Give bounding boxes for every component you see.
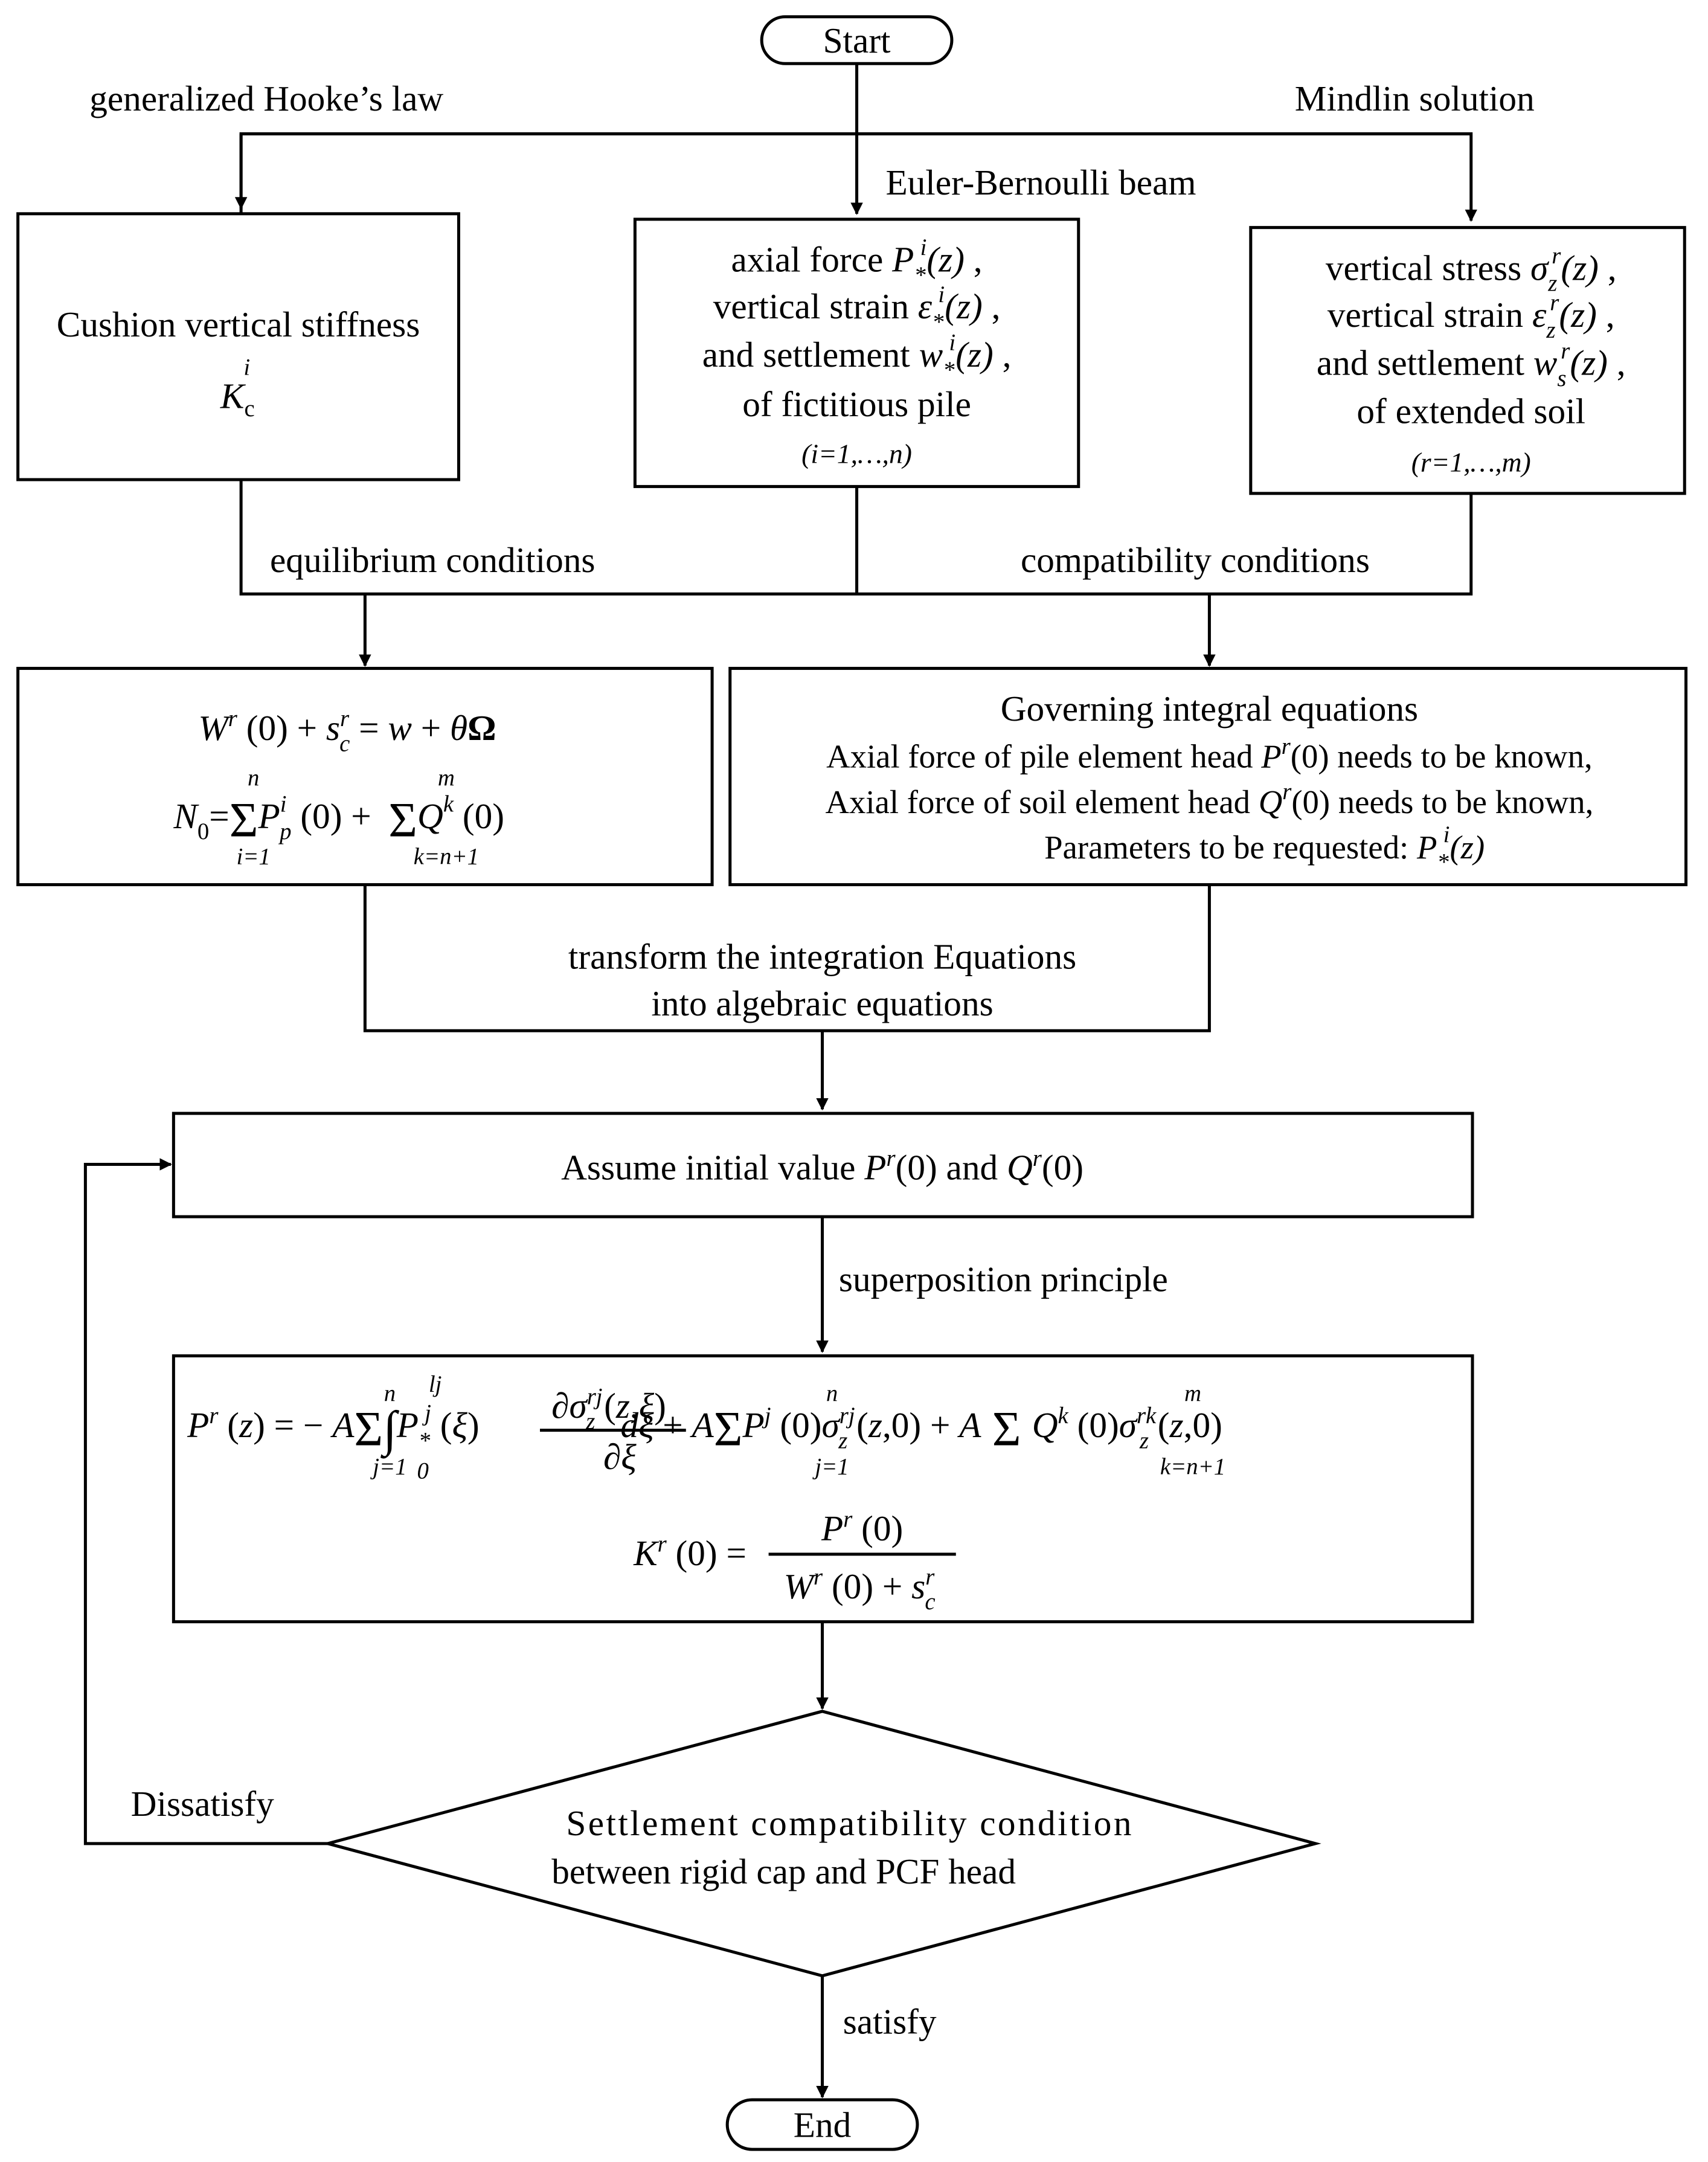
pile-settlement: and settlement w*i(z) , bbox=[702, 330, 1012, 384]
cushion-box bbox=[16, 212, 460, 481]
extended-soil-box bbox=[1249, 226, 1686, 495]
end-terminal bbox=[725, 2098, 919, 2151]
eq2-sum1-lower: i=1 bbox=[236, 843, 270, 869]
soil-range: (r=1,…,m) bbox=[1411, 446, 1531, 477]
eq2-sum2-upper: m bbox=[438, 765, 455, 791]
eq1-sum3-upper: m bbox=[1184, 1381, 1201, 1407]
transform-label-2: into algebraic equations bbox=[651, 983, 993, 1023]
dissatisfy-label: Dissatisfy bbox=[131, 1784, 274, 1824]
eq2-fraction-numerator: Pr (0) bbox=[821, 1506, 903, 1548]
governing-line-1: Axial force of pile element head Pr(0) n… bbox=[826, 733, 1593, 775]
compatibility-label: compatibility conditions bbox=[1021, 540, 1370, 580]
assume-text: Assume initial value Pr(0) and Qr(0) bbox=[561, 1145, 1084, 1188]
eq1-sum2-upper: n bbox=[826, 1381, 838, 1407]
eq2-sum1-upper: n bbox=[248, 765, 259, 791]
equilibrium-label: equilibrium conditions bbox=[270, 540, 595, 580]
eq1-int-upper: lj bbox=[429, 1371, 442, 1397]
eq1-int-lower: 0 bbox=[417, 1458, 428, 1484]
governing-title: Governing integral equations bbox=[1001, 689, 1418, 729]
soil-of-extended: of extended soil bbox=[1356, 391, 1585, 431]
connector-dissatisfy-loop bbox=[83, 1158, 328, 1845]
settlement-compatibility-decision bbox=[322, 1710, 1321, 1978]
eq1-sum2-lower: j=1 bbox=[812, 1454, 849, 1480]
governing-line-2: Axial force of soil element head Qr(0) n… bbox=[826, 779, 1594, 820]
governing-line-3: Parameters to be requested: P*i(z) bbox=[1044, 822, 1485, 875]
transform-label-1: transform the integration Equations bbox=[568, 937, 1076, 977]
cushion-title: Cushion vertical stiffness bbox=[57, 304, 420, 344]
eq1-fraction-denominator: ∂ξ bbox=[603, 1437, 637, 1477]
equilibrium-equations-box bbox=[16, 666, 714, 887]
decision-line-2: between rigid cap and PCF head bbox=[551, 1852, 1016, 1891]
start-label: Start bbox=[823, 21, 891, 60]
hooke-label: generalized Hooke’s law bbox=[89, 79, 443, 118]
mindlin-label: Mindlin solution bbox=[1295, 79, 1535, 118]
soil-settlement: and settlement wsr(z) , bbox=[1317, 338, 1626, 391]
connector-transform bbox=[363, 884, 1211, 1032]
superposition-eq-2: Kr (0) = bbox=[633, 1531, 746, 1573]
eq1-sum3-lower: k=n+1 bbox=[1160, 1454, 1225, 1480]
satisfy-label: satisfy bbox=[843, 2002, 937, 2042]
decision-line-1: Settlement compatibility condition bbox=[566, 1803, 1134, 1843]
pile-of-fictitious: of fictitious pile bbox=[742, 384, 971, 424]
end-label: End bbox=[794, 2105, 851, 2145]
pile-axial-force: axial force P*i(z) , bbox=[731, 234, 983, 288]
pile-range: (i=1,…,n) bbox=[801, 439, 912, 469]
euler-label: Euler-Bernoulli beam bbox=[885, 162, 1196, 202]
soil-vertical-strain: vertical strain εzr(z) , bbox=[1328, 289, 1615, 343]
pile-vertical-strain: vertical strain ε*i(z) , bbox=[713, 282, 1001, 335]
superposition-label: superposition principle bbox=[839, 1259, 1168, 1299]
eq2-sum2-lower: k=n+1 bbox=[414, 843, 479, 869]
cushion-symbol: Kci bbox=[220, 355, 255, 422]
eq1-sum1-lower: j=1 bbox=[370, 1454, 406, 1480]
eq1-sum1-upper: n bbox=[384, 1381, 396, 1407]
soil-vertical-stress: vertical stress σzr(z) , bbox=[1326, 243, 1617, 297]
